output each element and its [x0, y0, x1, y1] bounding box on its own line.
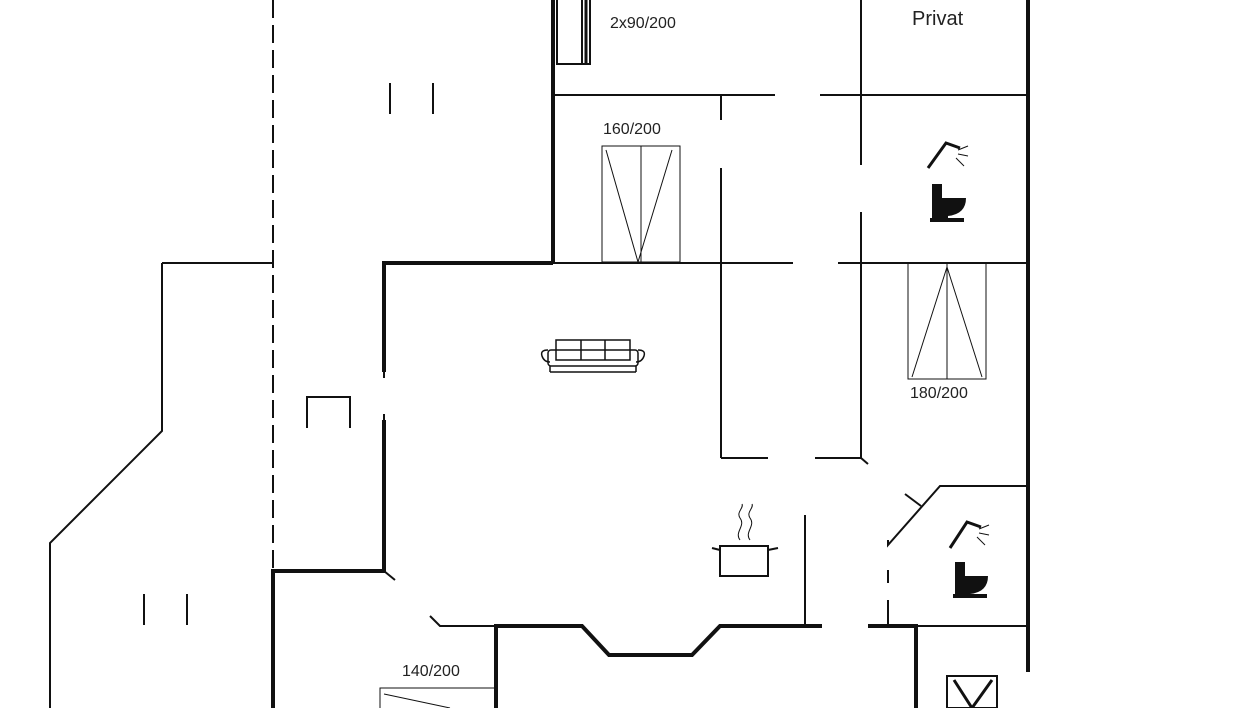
bed-label-2x90: 2x90/200 [610, 15, 676, 32]
toilet-icon-2 [953, 562, 988, 598]
shower-icon-3 [946, 675, 998, 708]
shower-icon [926, 141, 969, 169]
thin-walls [49, 0, 1028, 708]
toilet-icon [930, 184, 966, 222]
bed-label-140: 140/200 [402, 663, 460, 680]
thick-walls [271, 0, 1030, 708]
shower-icon-2 [948, 520, 990, 549]
bed-2x90-marker [556, 0, 591, 65]
room-label-private: Privat [912, 8, 964, 30]
bed-label-160: 160/200 [603, 121, 661, 138]
sofa-icon [540, 339, 646, 373]
bed-160-200 [601, 145, 681, 264]
bed-180-200 [907, 262, 987, 380]
bed-140-200 [379, 687, 494, 708]
cooking-pot-icon [711, 503, 779, 577]
bed-label-180: 180/200 [910, 385, 968, 402]
